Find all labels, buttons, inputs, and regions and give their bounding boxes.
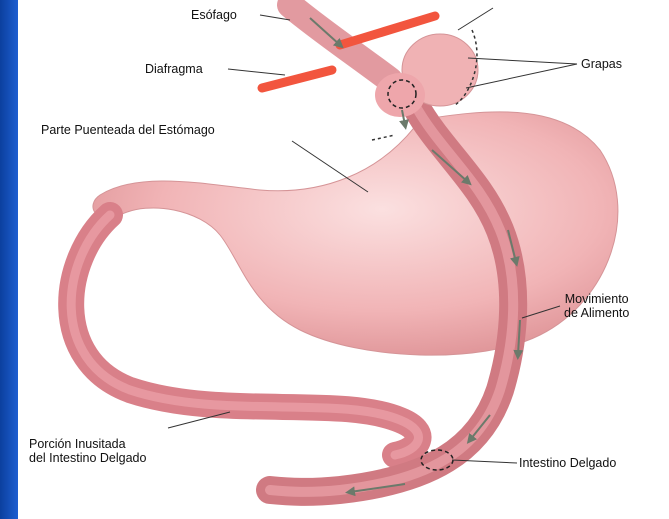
label-parte-puenteada: Parte Puenteada del Estómago [41,123,215,137]
label-porcion-inusitada: Porción Inusitada del Intestino Delgado [29,437,146,465]
label-grapas: Grapas [581,57,622,71]
label-diafragma: Diafragma [145,62,203,76]
label-porcion-line2: del Intestino Delgado [29,451,146,465]
label-movimiento-line1: Movimiento [564,292,629,306]
diaphragm [262,70,332,88]
bypassed-stomach [93,112,618,355]
label-movimiento-line2: de Alimento [564,306,629,320]
label-intestino-delgado: Intestino Delgado [519,456,616,470]
label-movimiento-alimento: Movimiento de Alimento [564,292,629,320]
left-accent-bar [0,0,18,519]
gastric-bypass-diagram: Esófago Diafragma Grapas Parte Puenteada… [18,0,669,519]
label-esofago: Esófago [191,8,237,22]
label-porcion-line1: Porción Inusitada [29,437,146,451]
